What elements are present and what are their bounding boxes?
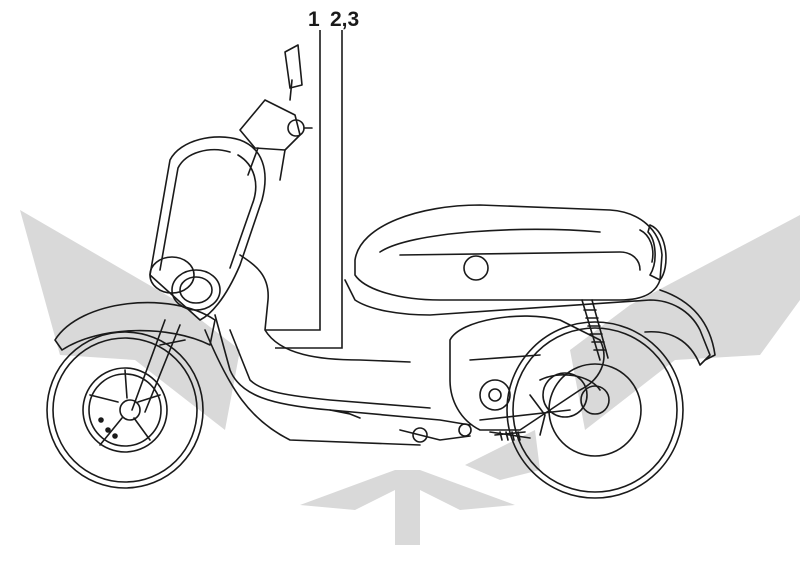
rear-wheel: [506, 321, 684, 499]
front-body: [149, 136, 266, 321]
watermark-left-chevron: [20, 210, 240, 430]
front-wheel: [46, 331, 204, 489]
mirror: [284, 44, 303, 89]
rear-fender: [659, 289, 716, 361]
leader-lines: [265, 30, 343, 349]
front-fender: [54, 301, 216, 351]
tail-light: [647, 224, 667, 281]
handlebar: [239, 79, 313, 181]
watermark-right-chevron: [570, 215, 800, 430]
watermark-bottom-chevron: [300, 470, 515, 545]
leader-line-1: [265, 30, 321, 331]
front-fork: [131, 319, 186, 413]
seat: [354, 204, 663, 301]
scooter-line-art: [46, 44, 716, 499]
watermark-arrows: [20, 210, 800, 545]
engine-unit: [449, 315, 605, 436]
callout-label-2-3: 2,3: [330, 8, 360, 31]
rear-body: [344, 279, 711, 366]
headlight: [149, 256, 221, 311]
fuel-cap: [463, 255, 489, 281]
center-stand: [399, 429, 531, 441]
watermark-center-wedge: [465, 430, 540, 480]
leader-line-2-3: [275, 30, 343, 349]
callout-label-1: 1: [308, 8, 320, 31]
rear-shock: [581, 299, 609, 361]
